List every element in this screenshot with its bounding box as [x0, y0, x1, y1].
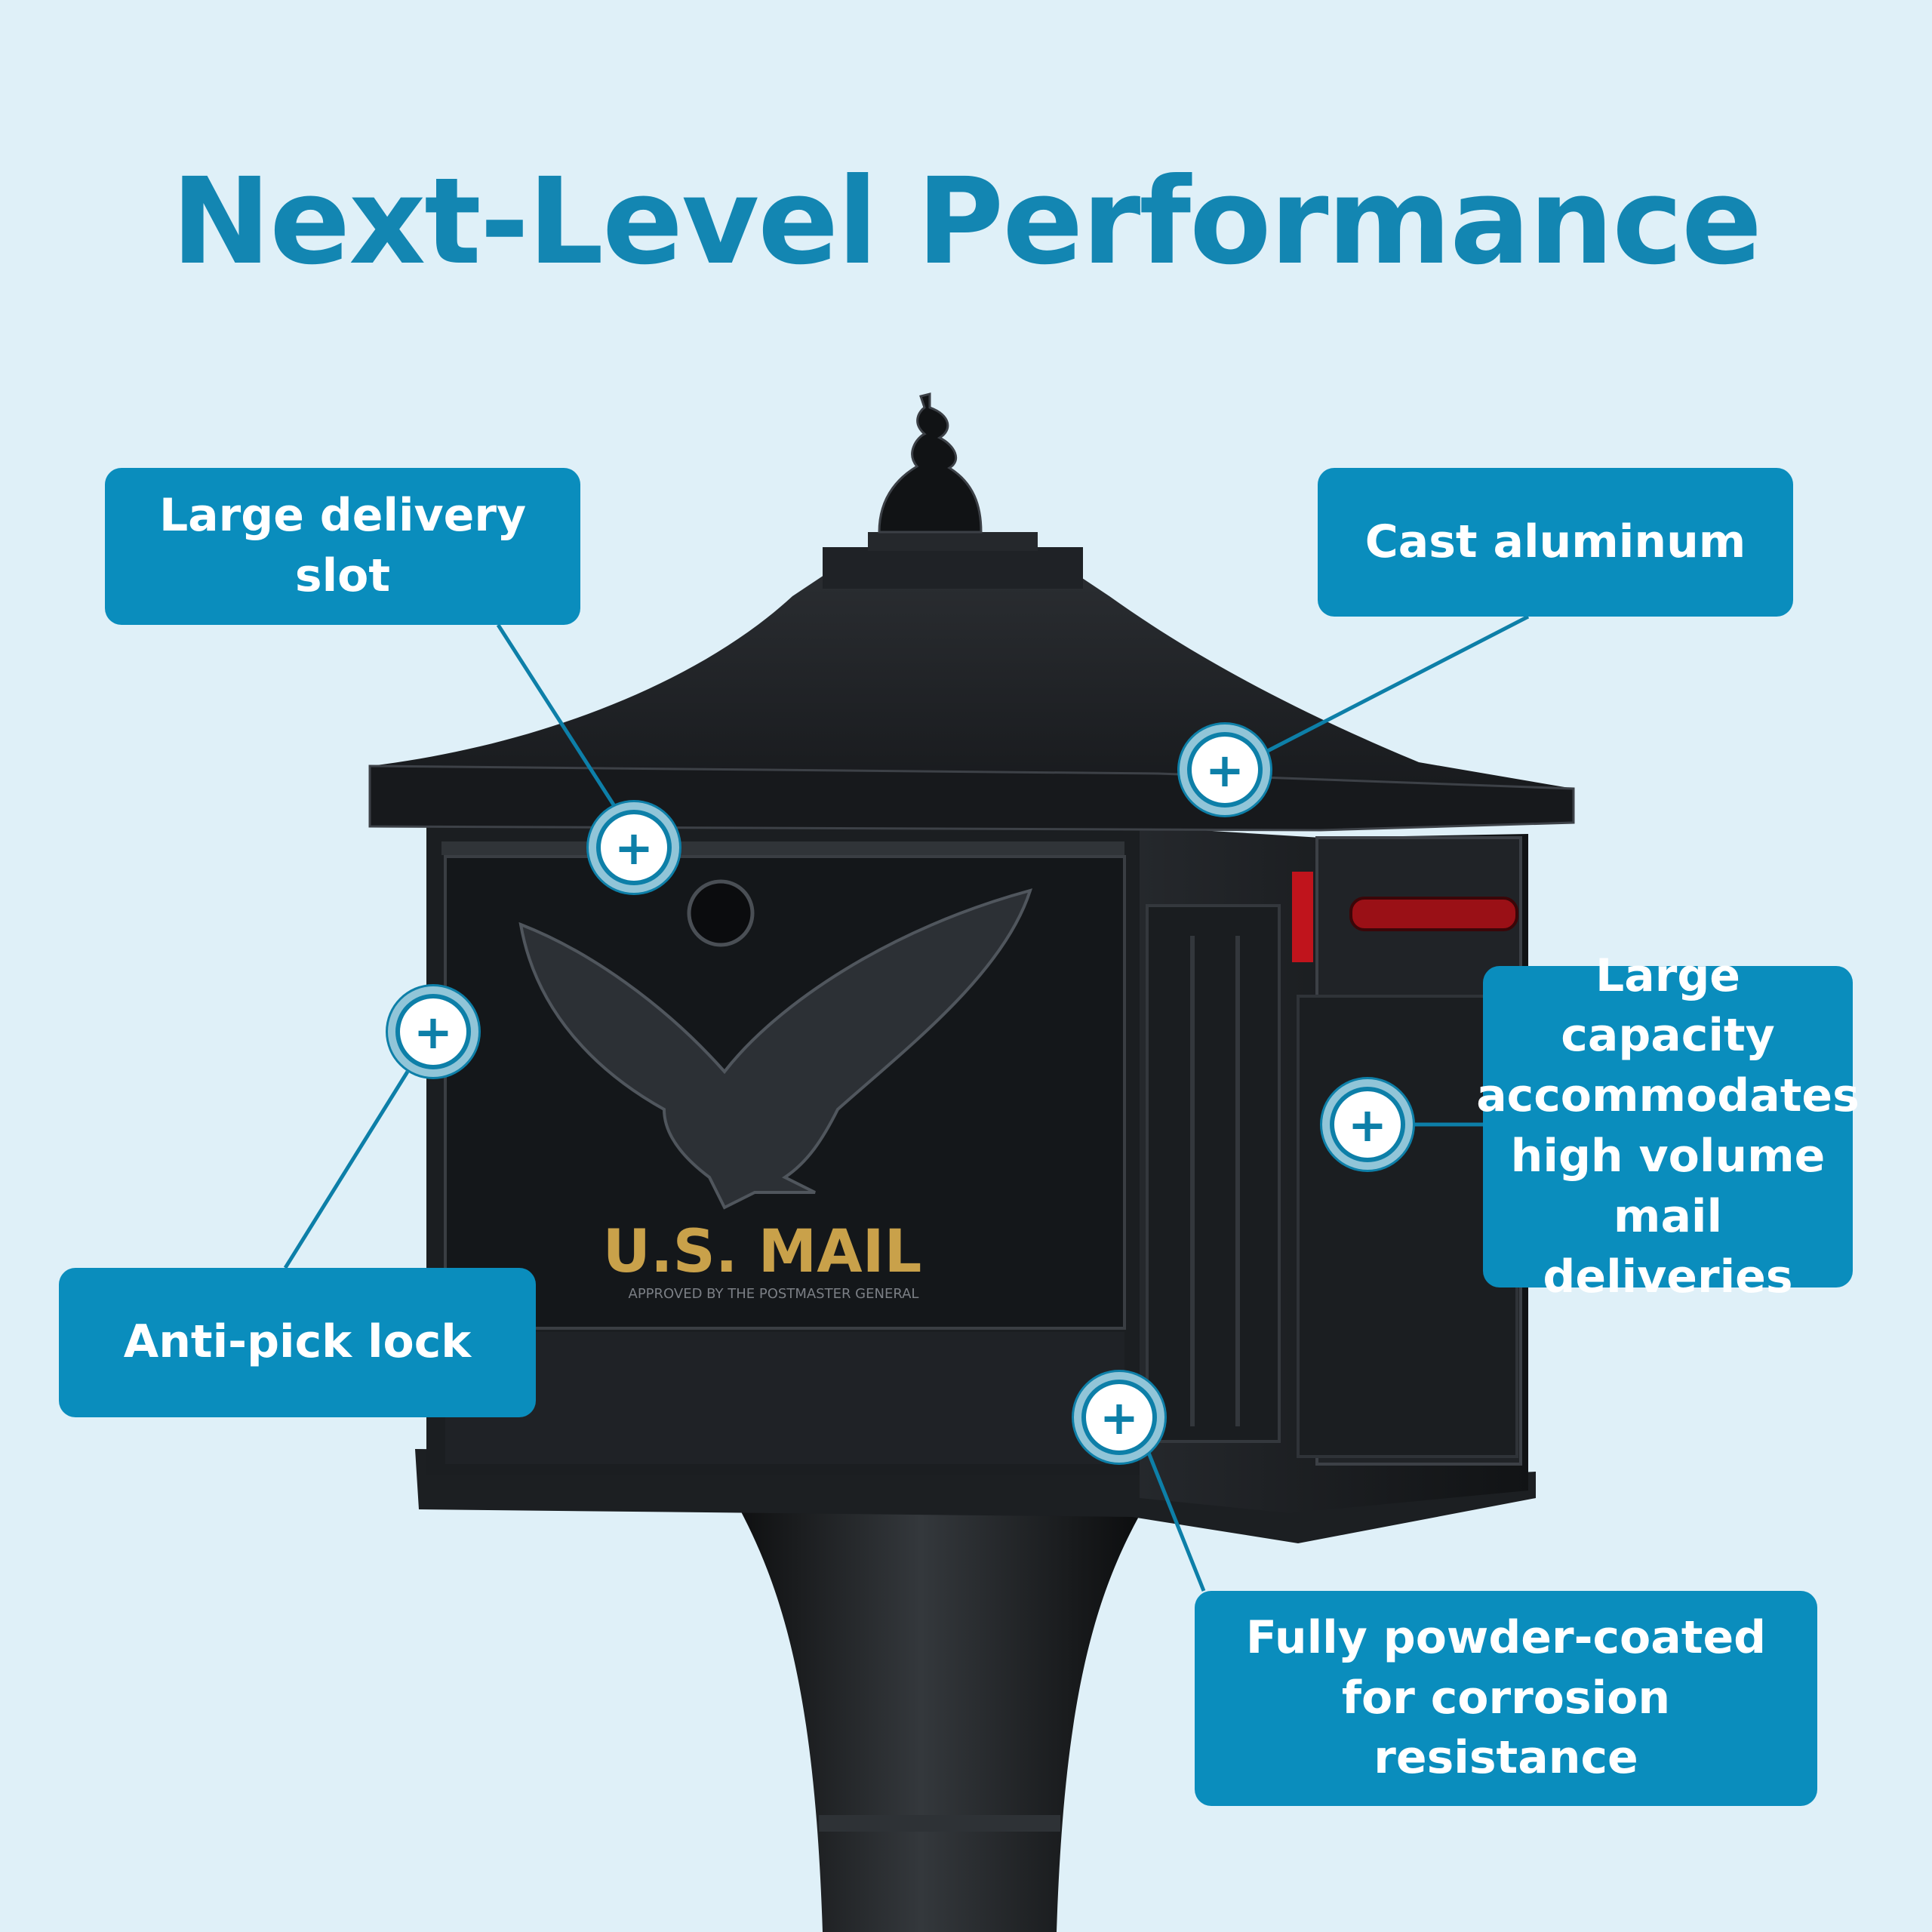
callout-anti-pick-lock: Anti-pick lock	[59, 1268, 536, 1417]
connector-cast-aluminum	[1259, 614, 1530, 757]
door-knob	[687, 879, 755, 947]
plus-icon: +	[1348, 1097, 1387, 1152]
page-title: Next-Level Performance	[171, 152, 1762, 291]
plus-icon: +	[614, 820, 654, 875]
side-pillar	[1146, 904, 1281, 1443]
hotspot-anti-pick-lock[interactable]: +	[395, 994, 471, 1069]
finial	[878, 392, 983, 534]
hotspot-capacity[interactable]: +	[1330, 1087, 1405, 1162]
callout-cast-aluminum: Cast aluminum	[1318, 468, 1793, 617]
plate-text: U.S. MAIL	[603, 1218, 922, 1286]
callout-capacity: Large capacity accommodates high volume …	[1476, 949, 1860, 1303]
plate-subtext: APPROVED BY THE POSTMASTER GENERAL	[629, 1286, 919, 1302]
side-door-inset	[1297, 995, 1518, 1458]
connector-lock	[283, 1070, 410, 1269]
connector-coating	[1146, 1452, 1206, 1592]
callout-powder-coated: Fully powder-coated for corrosion resist…	[1195, 1591, 1817, 1806]
finial-base	[823, 547, 1083, 589]
hotspot-delivery-slot[interactable]: +	[596, 810, 672, 885]
door-bottom-band	[445, 1332, 1124, 1464]
red-flag	[1292, 872, 1313, 962]
plus-icon: +	[414, 1004, 453, 1060]
callout-delivery-slot: Large delivery slot	[105, 468, 580, 625]
flag-arm	[1349, 897, 1518, 931]
roof-front-edge	[368, 764, 1575, 832]
hotspot-cast-aluminum[interactable]: +	[1187, 732, 1263, 808]
roof	[370, 574, 1574, 830]
plus-icon: +	[1100, 1389, 1139, 1445]
hotspot-powder-coated[interactable]: +	[1081, 1380, 1157, 1455]
eagle-emblem	[518, 888, 1033, 1210]
plus-icon: +	[1205, 742, 1244, 798]
post	[736, 1502, 1147, 1932]
post-collar	[819, 1815, 1060, 1832]
delivery-slot	[441, 841, 1124, 855]
connector-delivery-slot	[496, 623, 625, 820]
